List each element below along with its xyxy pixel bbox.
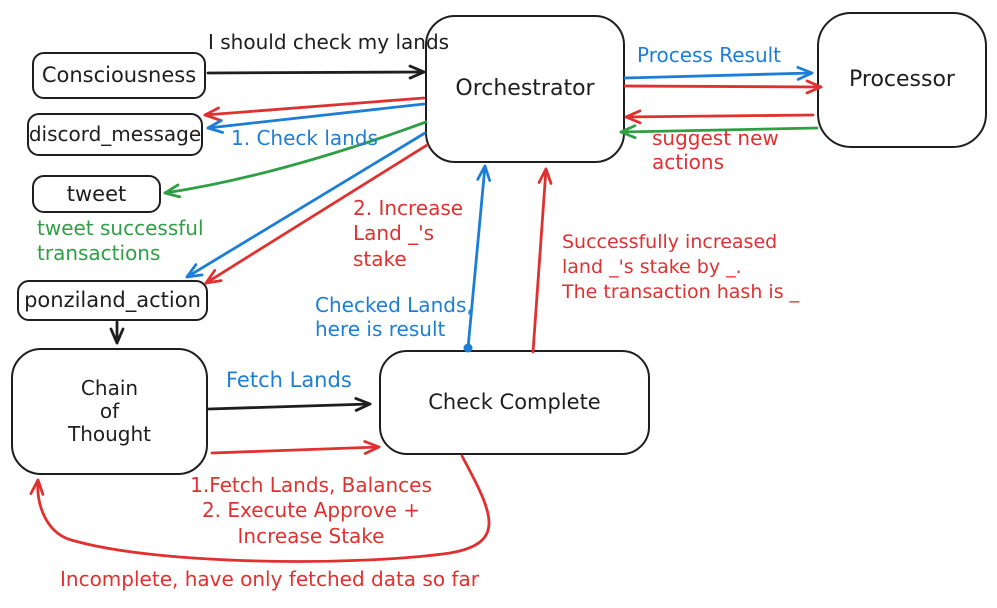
label-i-should-check-my-lands: I should check my lands: [208, 30, 450, 54]
node-consciousness: Consciousness: [32, 52, 206, 99]
node-ponziland-action: ponziland_action: [17, 280, 208, 321]
arrow-consciousness-to-orchestrator: [206, 64, 426, 80]
arrow-orchestrator-to-processor-blue: [623, 65, 814, 81]
label-tweet-successful-transactions: tweet successful transactions: [37, 216, 204, 265]
label-process-result: Process Result: [637, 43, 782, 67]
label-incomplete-fetched: Incomplete, have only fetched data so fa…: [60, 567, 479, 591]
node-chain-of-thought: Chain of Thought: [11, 348, 208, 475]
label-successfully-increased: Successfully increased land _'s stake by…: [562, 231, 800, 304]
node-discord-message-label: discord_message: [28, 122, 202, 146]
node-processor: Processor: [817, 12, 987, 148]
arrow-orchestrator-to-discord-red: [203, 96, 426, 122]
node-ponziland-action-label: ponziland_action: [24, 288, 201, 313]
label-increase-land-stake: 2. Increase Land _'s stake: [353, 196, 464, 271]
label-suggest-new-actions: suggest new actions: [652, 126, 779, 174]
arrow-orchestrator-to-processor-red: [623, 79, 823, 95]
arrow-chain-to-check-black: [207, 397, 372, 412]
label-fetch-lands: Fetch Lands: [226, 368, 352, 392]
label-check-lands: 1. Check lands: [231, 126, 378, 150]
arrow-orchestrator-to-discord-blue: [206, 102, 426, 134]
node-discord-message: discord_message: [27, 113, 203, 156]
node-orchestrator-label: Orchestrator: [455, 76, 595, 102]
label-fetch-execute-steps: 1.Fetch Lands, Balances 2. Execute Appro…: [190, 473, 432, 548]
node-check-complete: Check Complete: [379, 350, 650, 455]
node-chain-of-thought-label: Chain of Thought: [67, 376, 152, 446]
node-tweet: tweet: [32, 175, 161, 213]
arrow-processor-to-orchestrator-red: [624, 109, 815, 125]
node-tweet-label: tweet: [66, 181, 127, 206]
node-orchestrator: Orchestrator: [425, 15, 625, 163]
node-consciousness-label: Consciousness: [41, 63, 197, 88]
label-checked-lands-result: Checked Lands, here is result: [315, 293, 473, 341]
node-check-complete-label: Check Complete: [428, 390, 601, 415]
arrow-check-complete-to-orchestrator-red: [531, 167, 553, 354]
node-processor-label: Processor: [849, 67, 955, 93]
arrow-chain-to-check-red: [210, 440, 381, 455]
